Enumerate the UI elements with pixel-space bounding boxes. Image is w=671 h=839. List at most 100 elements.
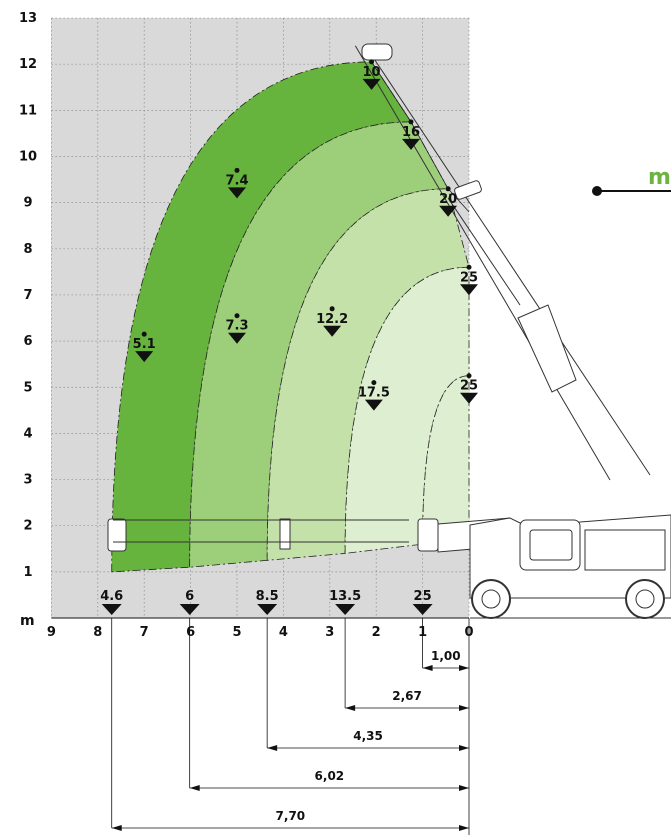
load-zones [111,61,470,573]
load-marker [439,205,458,217]
dimension-arrow [459,785,469,791]
boom-tip [454,180,482,200]
dimension-arrow [459,825,469,831]
x-tick-label: 5 [232,625,241,640]
hook-block [279,518,291,550]
load-marker [364,399,383,411]
x-tick-label: 4 [279,625,288,640]
brand-text: m [648,165,671,190]
y-tick-label: 9 [23,196,32,211]
hook-block [107,518,127,552]
x-tick-label: 2 [372,625,381,640]
capacity-point [369,59,375,65]
load-marker [179,604,200,615]
boom-line [447,197,521,306]
capacity-point [466,264,472,270]
capacity-point [445,186,451,192]
radius-dimensions: 1,00 2,67 4,35 6,02 7,70 [111,618,470,835]
y-tick-label: 12 [19,57,37,72]
load-marker [323,325,342,337]
capacity-label: 12.2 [316,312,348,327]
capacity-label: 17.5 [358,386,390,401]
wheel-hub [635,589,655,609]
capacity-point [234,167,240,173]
capacity-label: 25 [460,270,478,285]
base-capacity-label: 6 [185,589,194,604]
base-capacity-label: 4.6 [100,589,123,604]
dimension-arrow [459,705,469,711]
base-capacity-label: 25 [414,589,432,604]
hook-block [417,518,439,552]
dimension-arrow [422,665,433,671]
jib-head [361,43,393,61]
load-zone [189,121,449,568]
dimension-label: 6,02 [315,769,345,783]
x-tick-label: 9 [47,625,56,640]
load-marker [135,351,154,363]
dimension-arrow [267,745,278,751]
y-tick-label: 13 [19,11,37,26]
load-marker [362,78,381,90]
capacity-label: 5.1 [133,337,156,352]
x-tick-label: 8 [93,625,102,640]
dimension-arrow [345,705,356,711]
y-tick-label: 8 [23,242,32,257]
load-marker [460,284,478,296]
dimension-arrow [189,785,200,791]
base-capacity-label: 13.5 [329,589,361,604]
cargo-box [584,529,666,571]
boundary-line [371,61,470,213]
capacity-point [466,373,472,379]
load-marker [402,138,420,150]
dimension-label: 2,67 [392,689,422,703]
crane-illustration [107,43,671,619]
load-marker [335,604,356,615]
load-marker [101,604,122,615]
boom-line [371,54,651,476]
capacity-label: 7.3 [225,319,248,334]
load-marker [228,187,246,199]
unit-label: m [20,613,35,629]
load-marker [412,604,433,615]
y-tick-label: 11 [19,103,37,118]
x-tick-label: 3 [325,625,334,640]
capacity-label: 20 [439,192,457,207]
y-tick-label: 7 [23,288,32,303]
x-tick-label: 6 [186,625,195,640]
dimension-arrow [459,665,469,671]
wheel-hub [481,589,501,609]
load-marker [460,392,478,404]
y-tick-label: 4 [23,426,32,441]
capacity-point [408,119,414,125]
load-zone [422,375,470,545]
boom-line [354,45,611,481]
y-tick-label: 1 [23,565,32,580]
load-zone [266,188,470,561]
capacity-label: 10 [363,65,381,80]
dimension-label: 4,35 [353,729,383,743]
capacity-point [141,331,147,337]
dimension-arrow [459,745,469,751]
capacity-label: 16 [402,125,420,140]
load-marker [228,332,246,344]
capacity-point [371,380,377,386]
x-tick-label: 7 [140,625,149,640]
capacity-point [234,313,240,319]
y-tick-label: 5 [23,380,32,395]
capacity-point [329,306,335,312]
cab-window [529,529,573,561]
dimension-label: 1,00 [431,649,461,663]
dimension-label: 7,70 [276,809,306,823]
capacity-label: 25 [460,379,478,394]
y-tick-label: 2 [23,519,32,534]
boom-section [517,304,577,393]
y-tick-label: 3 [23,473,32,488]
load-marker [257,604,278,615]
y-tick-label: 10 [19,150,37,165]
dimension-arrow [111,825,122,831]
